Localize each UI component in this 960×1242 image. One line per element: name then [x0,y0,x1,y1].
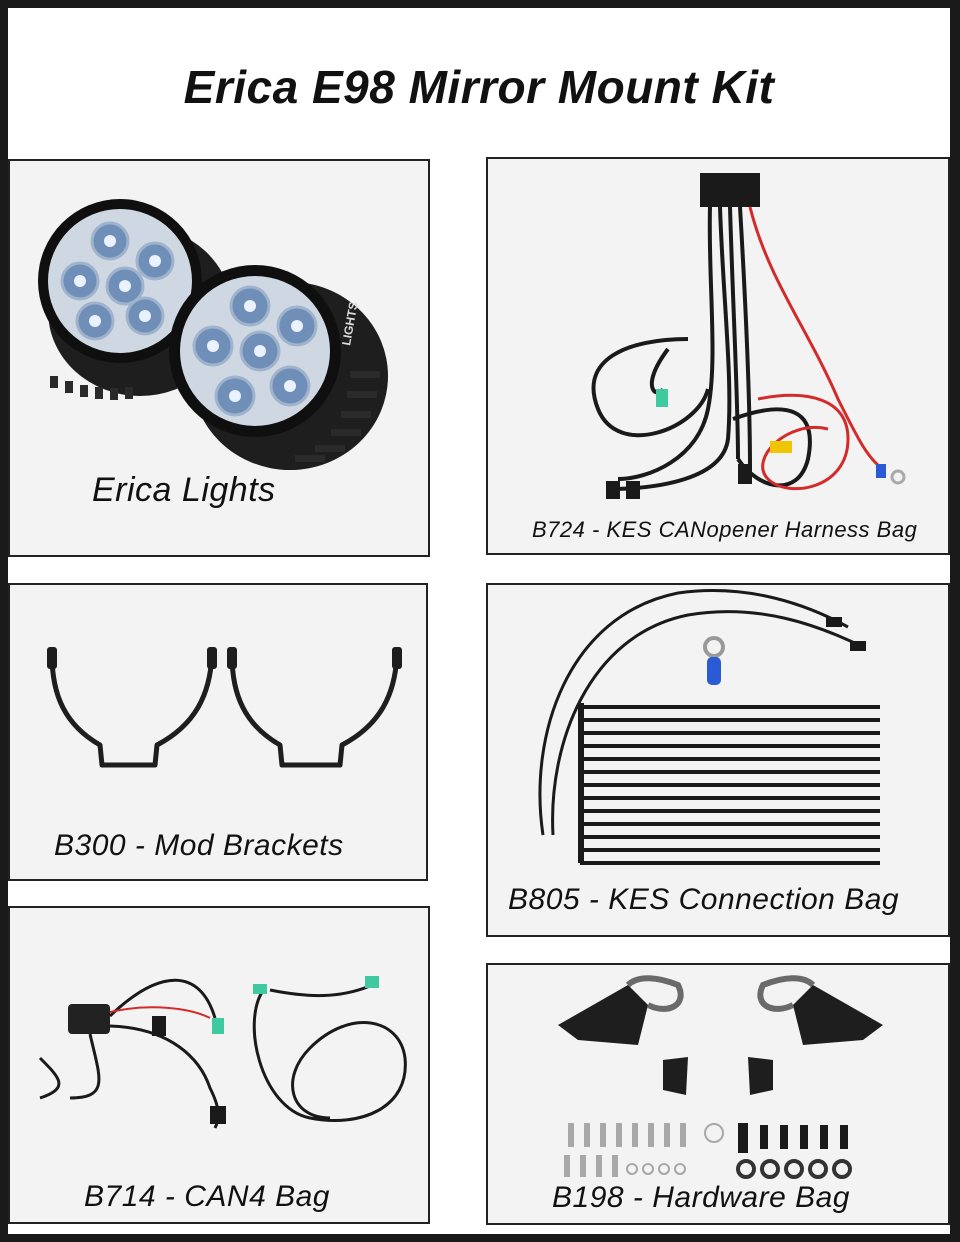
connection-caption: B805 - KES Connection Bag [508,883,900,916]
panel-connection: B805 - KES Connection Bag [486,583,950,937]
panel-brackets: B300 - Mod Brackets [8,583,428,881]
can4-image [38,976,407,1129]
hardware-caption: B198 - Hardware Bag [552,1181,850,1214]
can4-caption: B714 - CAN4 Bag [84,1180,330,1213]
connection-image [538,589,880,865]
erica-lights-image: LIGHTS [38,199,388,470]
harness-caption: B724 - KES CANopener Harness Bag [532,517,918,542]
panel-can4: B714 - CAN4 Bag [8,906,430,1224]
panel-harness: B724 - KES CANopener Harness Bag [486,157,950,555]
brackets-image [47,647,402,768]
hardware-image [558,975,883,1179]
page-title: Erica E98 Mirror Mount Kit [183,61,775,113]
harness-image [591,173,906,499]
panel-hardware: B198 - Hardware Bag [486,963,950,1225]
panel-erica-lights: LIGHTS Erica Lights [8,159,430,557]
brackets-caption: B300 - Mod Brackets [54,829,344,862]
erica-lights-caption: Erica Lights [92,471,276,509]
